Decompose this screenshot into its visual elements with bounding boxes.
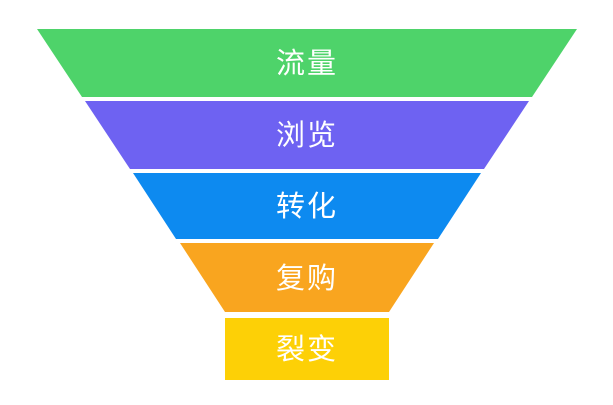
funnel-stage-conversion-label: 转化 <box>276 190 338 223</box>
funnel-stage-traffic-label: 流量 <box>276 47 338 80</box>
funnel-stage-repurchase-shape[interactable] <box>180 243 434 312</box>
funnel-stage-browse-shape[interactable] <box>85 101 529 169</box>
funnel-stage-fission: 裂变 <box>225 318 389 380</box>
funnel-stage-traffic-shape[interactable] <box>37 29 577 97</box>
funnel-stage-conversion-shape[interactable] <box>133 173 481 239</box>
funnel-stage-repurchase-label: 复购 <box>276 262 338 295</box>
funnel-stage-traffic: 流量 <box>37 29 577 97</box>
funnel-stage-browse: 浏览 <box>85 101 529 169</box>
funnel-stage-fission-label: 裂变 <box>276 333 338 366</box>
funnel-stage-conversion: 转化 <box>133 173 481 239</box>
funnel-stage-repurchase: 复购 <box>180 243 434 312</box>
funnel-stage-fission-shape[interactable] <box>225 318 389 380</box>
funnel-stage-browse-label: 浏览 <box>276 119 338 152</box>
